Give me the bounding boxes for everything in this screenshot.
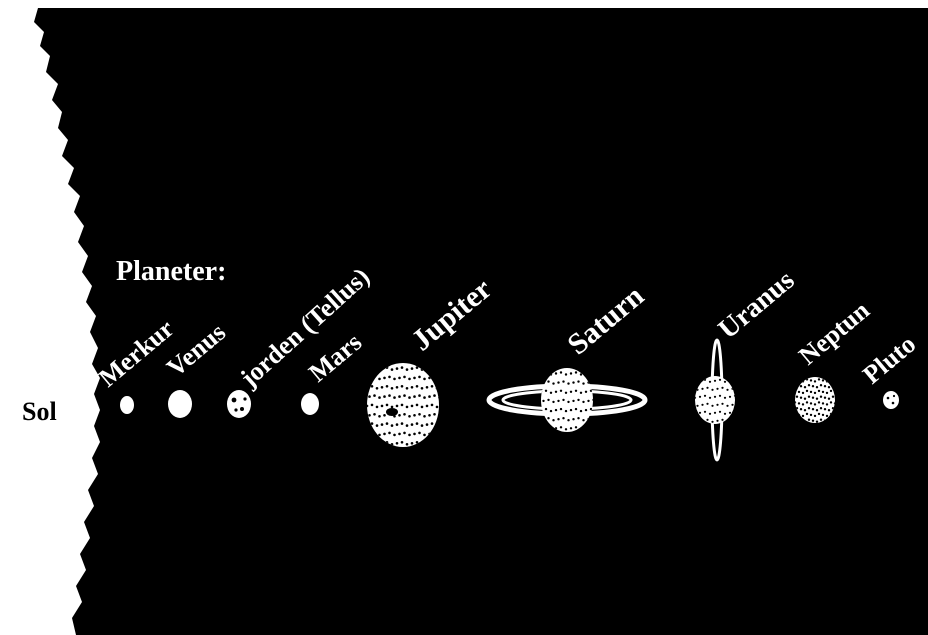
planet-merkur (120, 396, 134, 414)
planet-venus (168, 390, 192, 418)
planet-mars (301, 393, 319, 415)
sun-label: Sol (22, 397, 57, 426)
planets-heading: Planeter: (116, 256, 226, 287)
planet-jorden (227, 390, 251, 418)
planet-pluto (883, 391, 899, 409)
